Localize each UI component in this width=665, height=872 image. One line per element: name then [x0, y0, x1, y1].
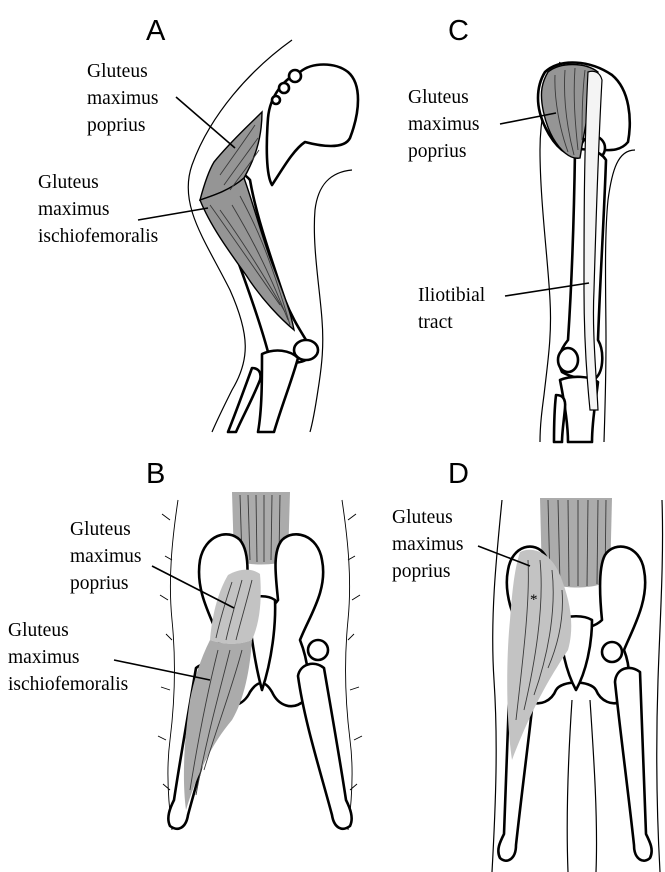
panel-a-letter: A — [146, 15, 166, 47]
panel-a-sacral-bump — [272, 96, 280, 104]
panel-a-leader-ischiofemoralis — [138, 208, 208, 220]
panel-c-femur — [559, 149, 606, 378]
label-line: maximus — [392, 534, 464, 555]
panel-a: A Gluteus maximus — [38, 15, 358, 432]
panel-a-leader-poprius — [176, 97, 235, 148]
panel-c-letter: C — [448, 15, 469, 47]
panel-b-letter: B — [146, 458, 165, 490]
panel-b-gluteus-maximus-ischiofemoralis — [184, 640, 252, 810]
label-line: ischiofemoralis — [8, 674, 128, 695]
label-line: Gluteus — [70, 519, 131, 540]
panel-a-fibula — [228, 368, 261, 432]
label-line: Iliotibial — [418, 285, 486, 306]
panel-a-gluteus-maximus-ischiofemoralis — [200, 178, 294, 330]
panel-b-right-femur-head — [308, 640, 328, 660]
panel-d-letter: D — [448, 458, 469, 490]
label-line: Gluteus — [392, 507, 453, 528]
panel-d-gluteus-maximus-poprius — [507, 550, 571, 760]
panel-b: B Gluteus — [8, 458, 362, 830]
label-line: maximus — [87, 88, 159, 109]
label-line: Gluteus — [8, 620, 69, 641]
panel-b-body-outline-right — [342, 500, 362, 830]
panel-c-label-tract: Iliotibial tract — [418, 285, 486, 333]
panel-a-label-ischiofemoralis: Gluteus maximus ischiofemoralis — [38, 172, 158, 247]
panel-a-label-poprius: Gluteus maximus poprius — [87, 61, 159, 136]
panel-c-patella — [558, 348, 578, 372]
panel-b-label-poprius: Gluteus maximus poprius — [70, 519, 142, 594]
label-line: maximus — [38, 199, 110, 220]
panel-b-right-femur — [298, 664, 352, 829]
panel-d-leg-outline — [567, 700, 596, 872]
label-line: ischiofemoralis — [38, 226, 158, 247]
panel-b-label-ischiofemoralis: Gluteus maximus ischiofemoralis — [8, 620, 128, 695]
panel-c: C Gluteus maximus poprius Iliotib — [408, 15, 635, 442]
panel-c-fibula — [554, 395, 565, 442]
panel-d-label-poprius: Gluteus maximus poprius — [392, 507, 464, 582]
panel-a-skin-outline-inner — [310, 170, 352, 432]
panel-d: D * Gluteus m — [392, 458, 663, 872]
panel-b-body-outline-left — [158, 500, 178, 830]
panel-a-tibia — [258, 351, 298, 432]
label-line: Gluteus — [38, 172, 99, 193]
panel-c-label-poprius: Gluteus maximus poprius — [408, 87, 480, 162]
label-line: poprius — [392, 561, 451, 582]
label-line: poprius — [70, 573, 129, 594]
label-line: maximus — [70, 546, 142, 567]
label-line: Gluteus — [408, 87, 469, 108]
label-line: maximus — [8, 647, 80, 668]
label-line: tract — [418, 312, 453, 333]
panel-d-right-hip-socket — [602, 642, 622, 662]
label-line: poprius — [87, 115, 146, 136]
label-line: poprius — [408, 141, 467, 162]
panel-d-right-femur — [615, 668, 652, 861]
panel-d-body-outline-left — [492, 500, 502, 872]
panel-d-marker: * — [530, 592, 538, 608]
panel-a-pelvis — [267, 65, 358, 186]
panel-a-sacral-bump — [279, 83, 289, 93]
label-line: Gluteus — [87, 61, 148, 82]
panel-d-body-outline-right — [657, 500, 663, 872]
label-line: maximus — [408, 114, 480, 135]
panel-c-skin-outline-inner — [604, 150, 635, 442]
panel-a-sacral-bump — [289, 70, 301, 82]
